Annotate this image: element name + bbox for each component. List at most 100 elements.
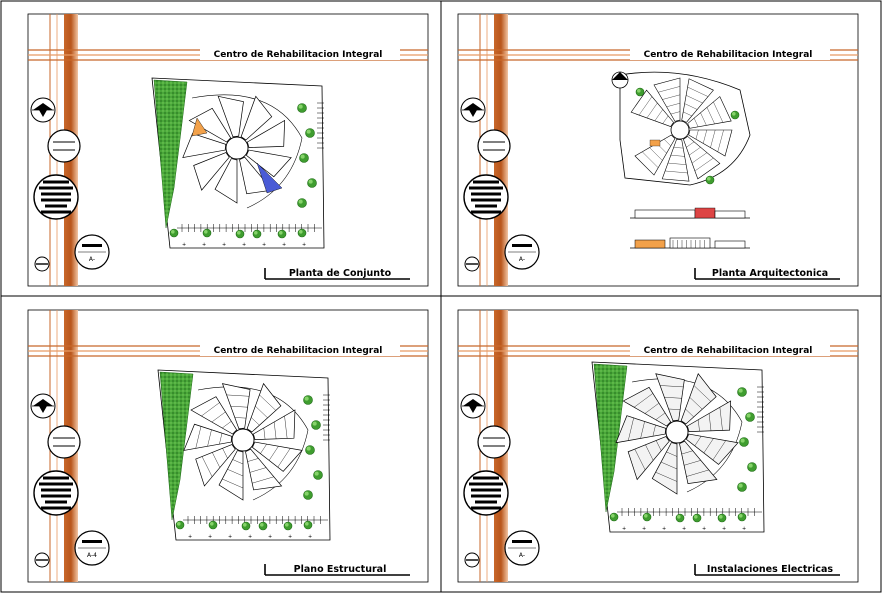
room-partition [694, 157, 714, 172]
tree-symbol [297, 198, 307, 208]
building-wing [195, 444, 236, 487]
tree-symbol [635, 87, 645, 97]
room-wing [683, 136, 721, 180]
building-wing [214, 158, 238, 204]
panel-planta-arquitectonica: Centro de Rehabilitacion IntegralA-Plant… [457, 13, 859, 287]
plus-mark: + [188, 534, 192, 540]
elevation-block [634, 209, 696, 219]
wing-detail-line [660, 461, 678, 470]
wing-detail-line [703, 438, 714, 454]
tree-symbol [730, 110, 740, 120]
wing-detail-line [277, 448, 291, 468]
wing-detail-line [645, 444, 654, 461]
project-title: Centro de Rehabilitacion Integral [214, 50, 383, 60]
wing-detail-line [255, 406, 268, 418]
sheet-code-circle: A- [504, 234, 540, 270]
room-partition [667, 162, 687, 165]
sheet-border [457, 13, 859, 287]
building-wing [627, 436, 670, 481]
room-partition [638, 96, 653, 116]
wing-detail-line [668, 408, 681, 410]
wing-detail-line [219, 433, 223, 445]
tree-symbol [241, 521, 251, 531]
room-partition [693, 118, 699, 127]
wing-detail-line [634, 448, 646, 471]
plus-mark: + [302, 242, 306, 248]
green-area [159, 371, 194, 521]
central-rotunda [225, 136, 249, 160]
legend-circle [463, 470, 509, 516]
tree-symbol [737, 482, 747, 492]
tree-symbol [675, 513, 685, 523]
building-wing [651, 442, 678, 495]
wing-detail-line [234, 417, 247, 419]
small-circle [464, 552, 480, 568]
central-hall [670, 120, 690, 140]
elevation-block [694, 207, 716, 219]
room-partition [686, 95, 703, 104]
plus-mark: + [288, 534, 292, 540]
wing-detail-line [655, 472, 678, 482]
tree-symbol [303, 520, 313, 530]
plus-mark: + [222, 242, 226, 248]
wing-detail-line [719, 407, 723, 431]
room-partition [662, 94, 681, 100]
tree-symbol [609, 512, 619, 522]
central-rotunda [231, 428, 255, 452]
building-wing [183, 423, 232, 451]
sheet-code: A- [89, 256, 95, 263]
wing-detail-line [201, 456, 213, 477]
wing-detail-line [268, 446, 279, 461]
wing-detail-line [230, 405, 248, 408]
elevation-block [714, 210, 746, 219]
building-wing [680, 373, 717, 425]
plus-mark: + [702, 526, 706, 532]
sheet-code-circle: A-4 [74, 530, 110, 566]
tree-symbol [169, 228, 179, 238]
room-partition [700, 112, 707, 126]
wing-detail-line [284, 415, 288, 439]
wing-detail-line [666, 451, 678, 457]
small-circle [34, 256, 50, 272]
wing-detail-line [628, 417, 634, 441]
sheet-name: Planta Arquitectonica [712, 268, 828, 279]
tree-symbol [311, 420, 321, 430]
tree-symbol [642, 512, 652, 522]
plus-mark: + [622, 526, 626, 532]
info-circle [47, 129, 81, 163]
sheet-border [457, 309, 859, 583]
panel-instalaciones-electricas: Centro de Rehabilitacion IntegralA-Insta… [457, 309, 859, 583]
wing-detail-line [212, 452, 221, 468]
room-partition [689, 147, 701, 156]
accent-area [191, 117, 208, 137]
panel-planta-de-conjunto: Centro de Rehabilitacion IntegralA-Plant… [27, 13, 429, 287]
panel-plano-estructural: Centro de Rehabilitacion IntegralA-4Plan… [27, 309, 429, 583]
logo-emblem [30, 97, 56, 123]
room-partition [649, 147, 663, 161]
title-backdrop [200, 46, 400, 60]
wing-detail-line [222, 421, 232, 429]
building-wing [622, 386, 672, 427]
small-circle [34, 552, 50, 568]
building-wing [246, 119, 286, 148]
plus-mark: + [228, 534, 232, 540]
wing-detail-line [249, 467, 267, 473]
room-partition [706, 107, 715, 124]
tree-symbol [303, 490, 313, 500]
room-partition [670, 111, 681, 115]
sheet-border [27, 309, 429, 583]
room-partition [662, 115, 669, 124]
room-partition [654, 109, 663, 121]
tree-symbol [175, 520, 185, 530]
wing-detail-line [644, 402, 660, 414]
building-wing [218, 450, 244, 501]
plus-mark: + [722, 526, 726, 532]
tree-symbol [258, 521, 268, 531]
plus-mark: + [642, 526, 646, 532]
north-arrow-head [612, 72, 628, 80]
sheet-code: A- [519, 552, 525, 559]
wing-detail-line [222, 448, 228, 459]
title-backdrop [630, 342, 830, 356]
wing-detail-line [698, 419, 700, 432]
room-partition [670, 155, 685, 157]
